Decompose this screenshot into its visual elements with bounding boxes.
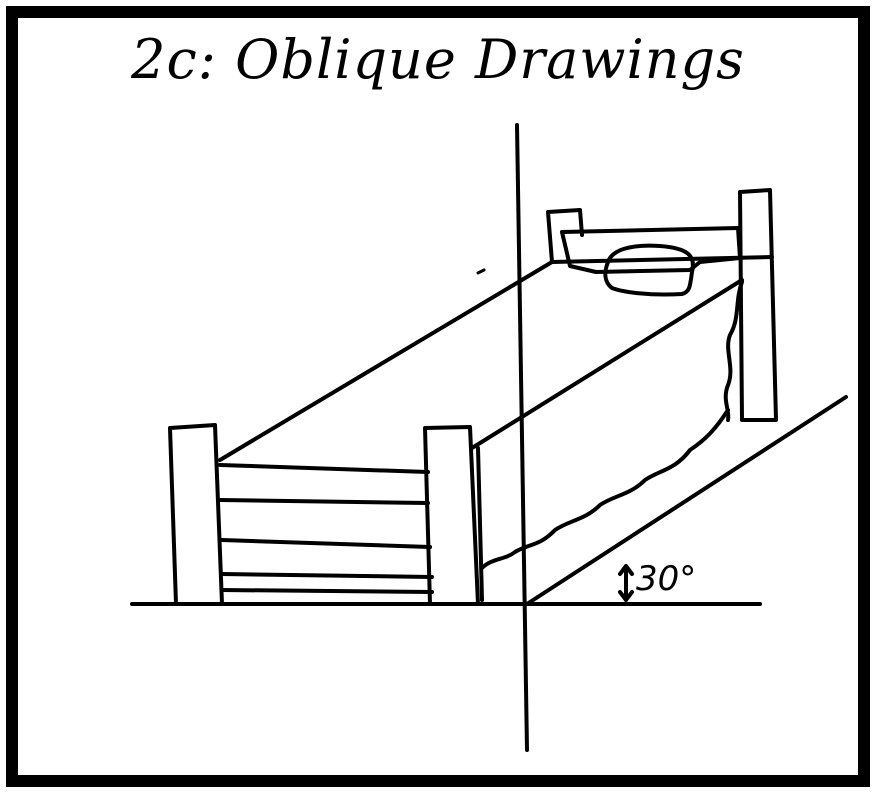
footboard-right-post [423,425,480,606]
bed-top-right-edge [470,278,744,450]
bed-side-front-edge [476,446,484,602]
angle-arrow [618,564,634,602]
headboard-small-post [546,208,584,264]
headboard-rail [560,226,742,274]
bed-top-left-edge [218,260,554,462]
page-title: 2c: Oblique Drawings [131,28,745,91]
footboard-slats [218,463,434,594]
footboard-left-post [168,423,224,606]
bedsheet-wavy-edge [480,408,730,570]
stray-pen-mark [476,268,486,275]
oblique-guide-line [525,395,848,606]
angle-label: 30° [636,559,696,599]
vertical-axis-line [515,123,529,752]
pillow [603,243,695,297]
headboard-post [738,188,778,422]
bedsheet-wavy-edge-end [723,280,744,422]
